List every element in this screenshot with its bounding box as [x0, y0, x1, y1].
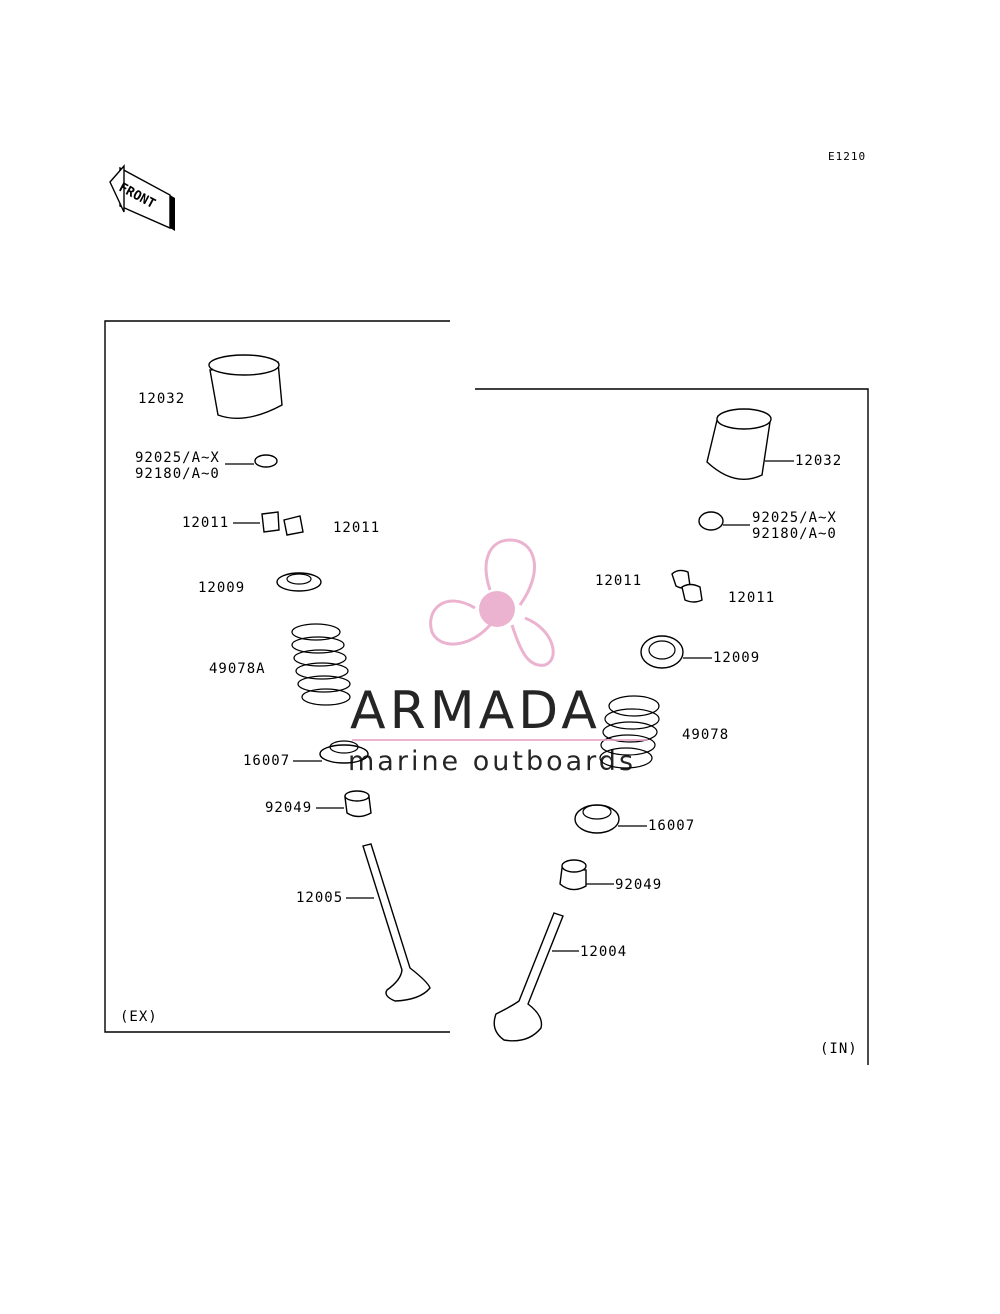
ex-cotter-part	[261, 511, 304, 536]
in-label-valve: 12004	[580, 944, 627, 960]
in-spring-part	[599, 695, 660, 769]
ex-label-cotter-right: 12011	[333, 520, 380, 536]
propeller-logo-icon	[429, 538, 555, 667]
in-group-tag: (IN)	[820, 1041, 858, 1057]
diagram-ref-code: E1210	[828, 150, 866, 163]
intake-frame	[475, 388, 869, 1065]
in-label-tappet-b: 92180/A~0	[752, 526, 837, 542]
watermark: ARMADA marine outboards	[348, 538, 648, 777]
in-valve-part	[493, 912, 564, 1042]
watermark-brand: ARMADA	[350, 681, 601, 741]
ex-spring-part	[291, 623, 351, 706]
ex-label-valve: 12005	[296, 890, 343, 906]
in-label-tappet-a: 92025/A~X	[752, 510, 837, 526]
in-bucket-part	[706, 408, 772, 481]
front-arrow-icon: FRONT	[109, 164, 175, 231]
ex-bucket-part	[208, 354, 283, 420]
ex-label-spring-seat: 16007	[243, 753, 290, 769]
in-label-cotter-right: 12011	[728, 590, 775, 606]
ex-label-spring: 49078A	[209, 661, 266, 677]
ex-label-retainer: 12009	[198, 580, 245, 596]
ex-spring-seat-part	[319, 740, 369, 764]
exhaust-frame	[104, 320, 450, 1033]
ex-label-stem-seal: 92049	[265, 800, 312, 816]
ex-valve-part	[362, 843, 431, 1002]
in-label-retainer: 12009	[713, 650, 760, 666]
in-cotter-part	[671, 569, 703, 603]
ex-label-tappet-a: 92025/A~X	[135, 450, 220, 466]
in-spring-seat-part	[574, 804, 620, 834]
in-label-spring: 49078	[682, 727, 729, 743]
in-shim-disc-part	[698, 511, 724, 531]
in-retainer-part	[640, 635, 684, 669]
in-label-shim: 12032	[795, 453, 842, 469]
ex-label-cotter-left: 12011	[182, 515, 229, 531]
ex-label-shim: 12032	[138, 391, 185, 407]
in-label-cotter-left: 12011	[595, 573, 642, 589]
in-label-spring-seat: 16007	[648, 818, 695, 834]
ex-retainer-part	[276, 572, 322, 592]
ex-stem-seal-part	[344, 790, 372, 818]
in-stem-seal-part	[559, 859, 587, 891]
ex-label-tappet-b: 92180/A~0	[135, 466, 220, 482]
ex-group-tag: (EX)	[120, 1009, 158, 1025]
ex-shim-disc-part	[254, 454, 278, 468]
in-label-stem-seal: 92049	[615, 877, 662, 893]
watermark-tagline: marine outboards	[348, 746, 636, 777]
